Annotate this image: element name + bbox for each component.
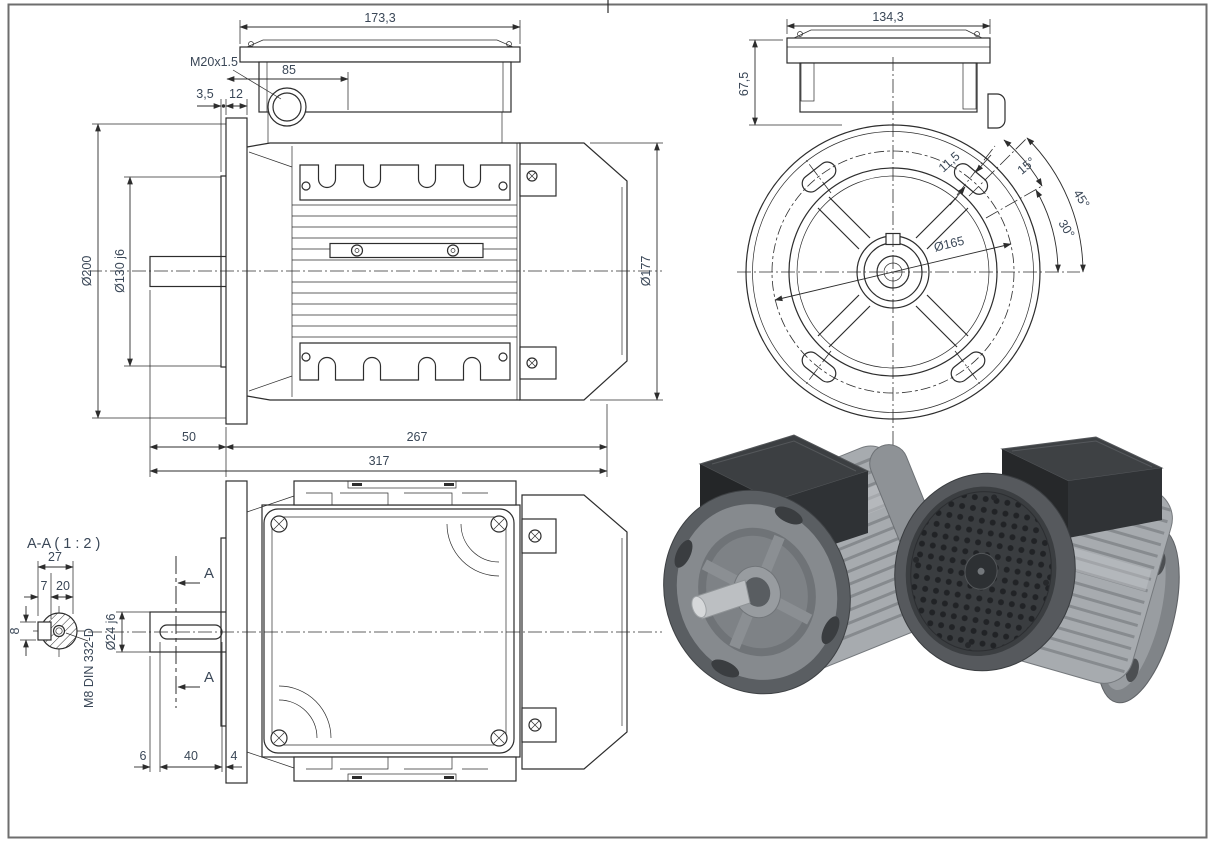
section-dimensions: 27 7 20 8 M8 DIN 332-D <box>8 550 96 708</box>
flange-3d <box>663 489 851 695</box>
dim-key-width: 8 <box>8 627 22 634</box>
dim-key-length: 40 <box>184 749 198 763</box>
key-section <box>37 621 52 641</box>
dim-section-width: 27 <box>48 550 62 564</box>
section-view: A-A ( 1 : 2 ) 27 7 20 8 M8 DIN 332-D <box>8 536 100 708</box>
top-view-dimensions: Ø24 j6 6 40 4 <box>104 611 242 772</box>
side-view-dimensions: 173,3 85 M20x1.5 3,5 12 Ø200 Ø130 j6 Ø17… <box>80 11 663 477</box>
section-marker-top: A <box>204 565 214 582</box>
gland-thread-label: M20x1.5 <box>190 55 238 69</box>
shaft-keyway-slot <box>159 624 223 640</box>
section-title: A-A ( 1 : 2 ) <box>27 536 100 552</box>
dim-shaft-length: 50 <box>182 430 196 444</box>
dim-key-start: 6 <box>140 749 147 763</box>
center-tap-label: M8 DIN 332-D <box>82 628 96 708</box>
dim-angle-30: 30° <box>1055 217 1077 240</box>
dim-key-end: 4 <box>231 749 238 763</box>
dim-body-length: 267 <box>407 430 428 444</box>
dim-angle-45: 45° <box>1070 187 1092 210</box>
render-front-iso <box>663 434 961 695</box>
dim-flange-diameter: Ø200 <box>80 256 94 287</box>
dim-spigot-diameter: Ø130 j6 <box>113 249 127 293</box>
box-corner-screws <box>270 515 508 747</box>
dim-box-offset: 85 <box>282 63 296 77</box>
section-marker-bottom: A <box>204 669 214 686</box>
side-cable-gland <box>987 93 1006 129</box>
dim-shaft-diameter: Ø24 j6 <box>104 614 118 651</box>
side-view: 173,3 85 M20x1.5 3,5 12 Ø200 Ø130 j6 Ø17… <box>80 11 663 477</box>
dim-box-width: 134,3 <box>872 10 903 24</box>
dim-total-width: 173,3 <box>364 11 395 25</box>
dim-spigot-lip: 3,5 <box>196 87 213 101</box>
dim-body-diameter: Ø177 <box>639 256 653 287</box>
dim-bolt-circle: Ø165 <box>933 234 966 255</box>
cable-gland <box>267 87 307 127</box>
section-cut-line: A A <box>175 556 214 708</box>
dim-box-height: 67,5 <box>737 72 751 96</box>
dim-key-offset: 7 <box>41 579 48 593</box>
front-view: 134,3 67,5 45° 30° 15° 11,5 Ø165 <box>737 10 1092 452</box>
dim-flange-thickness: 12 <box>229 87 243 101</box>
fan-cover-3d <box>894 472 1076 672</box>
dim-total-length: 317 <box>369 454 390 468</box>
render-rear-iso <box>894 436 1180 704</box>
top-view: A A Ø24 j6 6 40 4 <box>88 480 662 784</box>
dim-hub-depth: 20 <box>56 579 70 593</box>
